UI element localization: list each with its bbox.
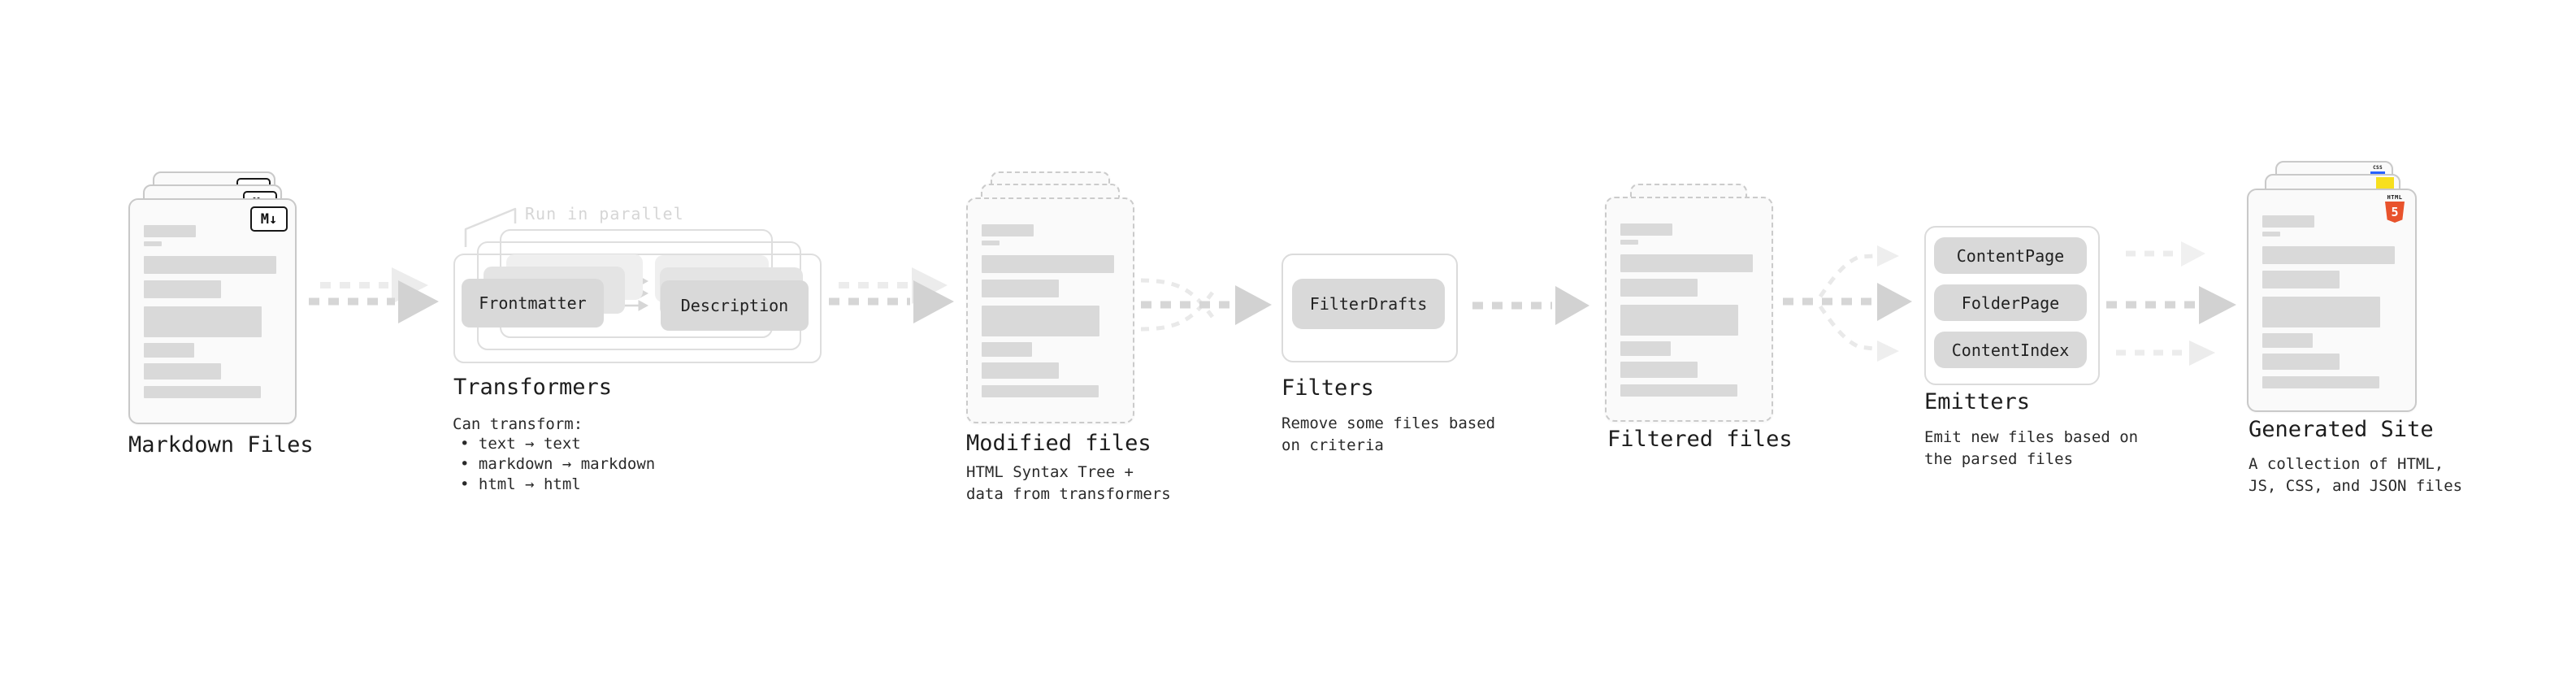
document-card-front bbox=[966, 197, 1134, 423]
subtitle-line: the parsed files bbox=[1924, 450, 2074, 468]
modified-files-subtitle: HTML Syntax Tree + data from transformer… bbox=[966, 462, 1171, 505]
document-card-front: HTML 5 bbox=[2247, 189, 2417, 412]
arrow-emitters-to-generated bbox=[2106, 241, 2236, 366]
document-card-front bbox=[1605, 197, 1773, 422]
transformers-title: Transformers bbox=[453, 375, 613, 400]
js-icon bbox=[2376, 177, 2394, 192]
bullet-item: • text → text bbox=[460, 435, 581, 453]
description-box: Description bbox=[661, 280, 809, 331]
contentpage-box: ContentPage bbox=[1934, 237, 2087, 274]
markdown-files-title: Markdown Files bbox=[128, 432, 314, 458]
css-icon-bar bbox=[2370, 171, 2385, 174]
transformers-bullet-list: • text → text • markdown → markdown • ht… bbox=[460, 434, 655, 495]
subtitle-line: Emit new files based on bbox=[1924, 428, 2139, 446]
arrow-modified-to-filters bbox=[1140, 278, 1272, 332]
folderpage-box: FolderPage bbox=[1934, 284, 2087, 321]
document-content-placeholder bbox=[2249, 190, 2415, 410]
generated-site-title: Generated Site bbox=[2249, 417, 2434, 442]
subtitle-line: JS, CSS, and JSON files bbox=[2249, 477, 2463, 495]
subtitle-line: Remove some files based bbox=[1281, 414, 1496, 432]
arrow-markdown-to-transformers bbox=[309, 267, 439, 323]
subtitle-line: on criteria bbox=[1281, 436, 1384, 454]
run-in-parallel-annotation: Run in parallel bbox=[525, 204, 684, 223]
document-card-front: M↓ bbox=[128, 198, 297, 424]
document-content-placeholder bbox=[968, 199, 1133, 422]
arrow-transformers-to-modified bbox=[829, 267, 954, 323]
subtitle-line: HTML Syntax Tree + bbox=[966, 463, 1134, 481]
run-in-parallel-callout-line bbox=[464, 207, 517, 247]
generated-site-subtitle: A collection of HTML, JS, CSS, and JSON … bbox=[2249, 453, 2462, 497]
subtitle-line: data from transformers bbox=[966, 485, 1171, 503]
contentindex-box: ContentIndex bbox=[1934, 332, 2087, 368]
html5-icon: HTML 5 bbox=[2384, 194, 2405, 223]
css-icon: CSS bbox=[2370, 166, 2385, 174]
html5-icon-shield: 5 bbox=[2385, 202, 2405, 223]
emitters-title: Emitters bbox=[1924, 389, 2031, 414]
frontmatter-box: Frontmatter bbox=[462, 279, 604, 327]
arrow-filtered-to-emitters bbox=[1783, 245, 1912, 362]
bullet-item: • html → html bbox=[460, 475, 581, 493]
markdown-icon: M↓ bbox=[250, 206, 288, 232]
filters-title: Filters bbox=[1281, 375, 1374, 401]
emitters-subtitle: Emit new files based on the parsed files bbox=[1924, 427, 2138, 471]
bullet-item: • markdown → markdown bbox=[460, 455, 656, 473]
html5-icon-numeral: 5 bbox=[2391, 205, 2399, 219]
document-content-placeholder bbox=[1607, 198, 1772, 420]
transformers-body-heading: Can transform: bbox=[453, 415, 583, 433]
html5-icon-label: HTML bbox=[2387, 194, 2403, 201]
arrow-filters-to-filtered bbox=[1472, 286, 1589, 325]
document-content-placeholder bbox=[130, 200, 295, 423]
modified-files-title: Modified files bbox=[966, 431, 1151, 456]
filterdrafts-box: FilterDrafts bbox=[1292, 279, 1445, 329]
filtered-files-title: Filtered files bbox=[1607, 427, 1793, 452]
css-icon-label: CSS bbox=[2373, 165, 2383, 171]
subtitle-line: A collection of HTML, bbox=[2249, 455, 2444, 473]
filters-subtitle: Remove some files based on criteria bbox=[1281, 413, 1495, 457]
